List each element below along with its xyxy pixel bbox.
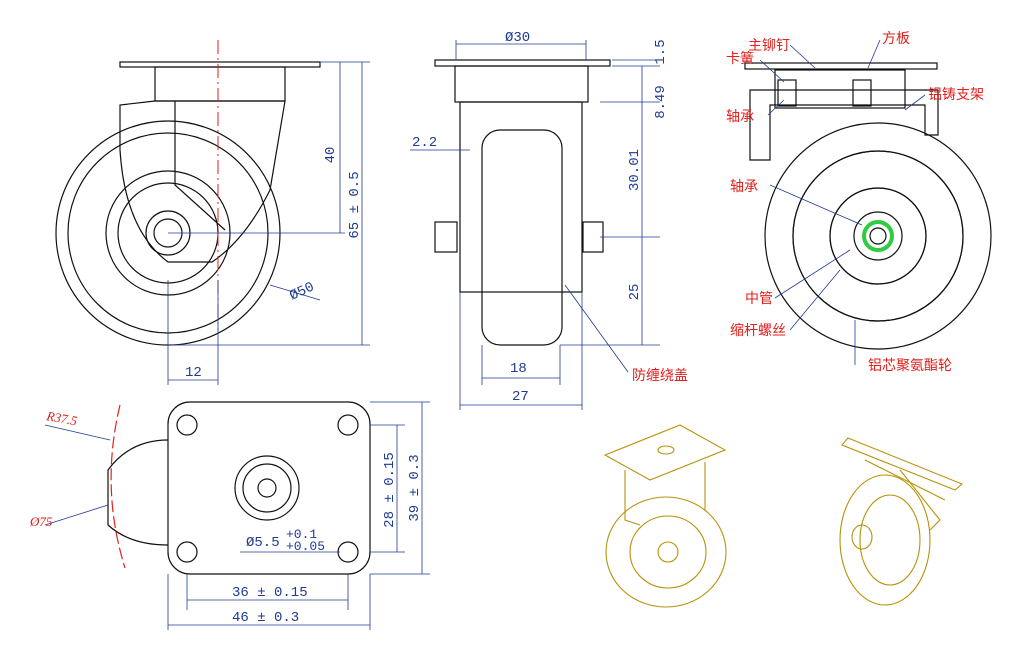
iso-view-side: [839, 437, 964, 606]
label-plate: 方板: [882, 31, 910, 47]
swivel-housing: [154, 66, 286, 102]
dim-side-gap: 2.2: [412, 135, 437, 151]
center-rivet-rosette: [234, 455, 300, 521]
front-fork: [459, 101, 583, 293]
dim-height-total: 65 ± 0.5: [347, 171, 363, 238]
mount-hole-tl: [176, 414, 198, 436]
label-bearing-top: 轴承: [726, 109, 754, 125]
label-center-tube: 中管: [745, 291, 773, 307]
side-view: 40 65 ± 0.5 Ø50 12: [55, 40, 370, 385]
swivel-body: [107, 439, 169, 546]
section-view: 主铆钉 方板 卡簧 轴承 铝铸支架 轴承 中管 缩杆螺丝 铝芯聚氨酯轮: [726, 31, 992, 374]
dim-height-top: 40: [323, 147, 339, 164]
dim-fork-width: 27: [512, 389, 529, 405]
front-top-plate: [434, 59, 611, 67]
dim-plate-height: 39 ± 0.3: [407, 454, 423, 521]
section-bracket: [749, 89, 939, 161]
mount-hole-tr: [337, 414, 359, 436]
dim-radius: R37.5: [44, 408, 78, 428]
label-spring: 卡簧: [726, 51, 754, 67]
dim-plate-thickness: 1.5: [653, 39, 669, 64]
dim-plate-width: Ø30: [505, 30, 530, 46]
section-hub: [829, 187, 927, 285]
section-wheel-core: [792, 150, 964, 322]
iso-view-front: [603, 424, 727, 608]
top-view: 28 ± 0.15 39 ± 0.3 36 ± 0.15 46 ± 0.3 Ø5…: [29, 401, 430, 630]
top-plate-outline: [167, 401, 371, 575]
label-bracket: 铝铸支架: [928, 87, 984, 103]
fork-body: [119, 100, 286, 263]
top-plate: [119, 61, 321, 68]
dim-hole-tol-upper: +0.1: [286, 527, 317, 542]
dim-hole-diameter: Ø5.5: [246, 535, 280, 551]
dim-axle-height: 25: [627, 284, 643, 301]
label-main-rivet: 主铆钉: [748, 38, 790, 54]
dim-hole-tol-lower: +0.05: [286, 539, 325, 554]
dim-hole-spacing-h: 36 ± 0.15: [232, 585, 308, 601]
label-bearing-center: 轴承: [730, 179, 758, 195]
label-wheel: 铝芯聚氨酯轮: [868, 358, 952, 374]
section-wheel-tread: [764, 122, 992, 350]
label-anti-wrap-cover: 防缠绕盖: [632, 367, 688, 384]
swivel-radius-arc: [110, 404, 126, 569]
front-view: Ø30 1.5 8.49 30.01 25 2.2 18 27 防缠绕盖: [410, 30, 688, 410]
dim-gap: 8.49: [653, 85, 669, 119]
section-top-plate: [744, 62, 938, 70]
dim-offset: 12: [185, 365, 202, 381]
dim-fork-height: 30.01: [627, 149, 643, 191]
section-swivel: [774, 69, 906, 109]
front-nut-left: [434, 221, 458, 253]
dim-swivel-diameter: Ø75: [29, 514, 53, 529]
dim-wheel-diameter: Ø50: [287, 279, 317, 304]
label-shrink-bolt: 缩杆螺丝: [730, 323, 786, 339]
dim-plate-width: 46 ± 0.3: [232, 610, 299, 626]
dim-wheel-width: 18: [510, 361, 527, 377]
mount-hole-br: [337, 541, 359, 563]
front-wheel: [481, 129, 563, 346]
mount-hole-bl: [176, 541, 198, 563]
dim-hole-spacing-v: 28 ± 0.15: [382, 452, 398, 528]
